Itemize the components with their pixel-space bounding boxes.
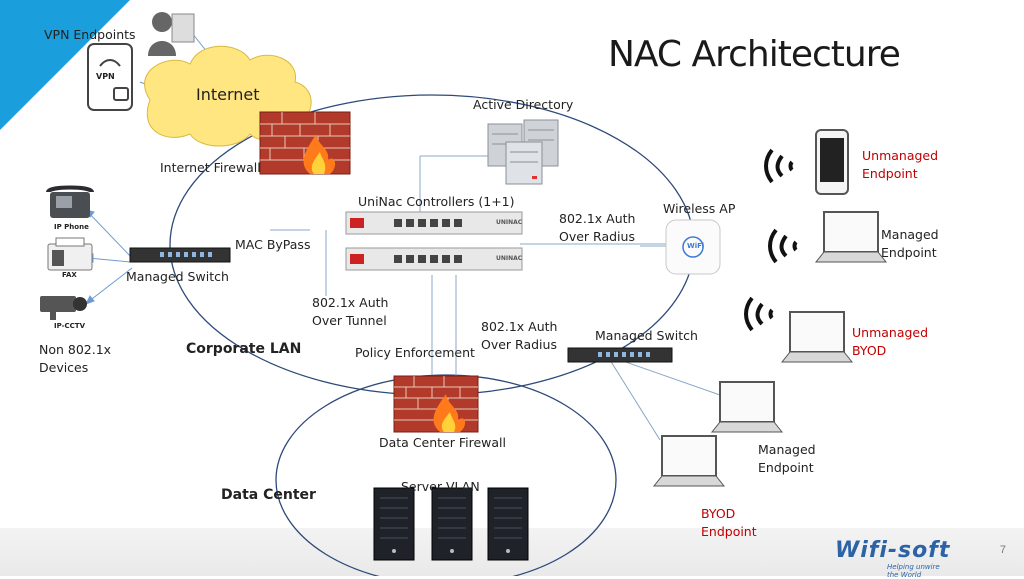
vpn-phone-icon: [87, 43, 133, 111]
ip-phone-icon: [46, 185, 94, 218]
byod-endpoint-line2: Endpoint: [701, 524, 757, 539]
connector-lines: [270, 155, 721, 441]
managed-switch-right-icon: [567, 347, 673, 363]
server-rack-3-icon: [487, 487, 529, 561]
wifi-signal-byod-icon: [744, 296, 774, 332]
laptop-managed-top-icon: [814, 211, 888, 263]
uninac-controller-1-icon: [345, 211, 523, 235]
server-vlan-label: Server VLAN: [401, 479, 480, 494]
managed-endpoint-bottom-line2: Endpoint: [758, 460, 814, 475]
non-8021x-line2: Devices: [39, 360, 89, 375]
mac-bypass-label: MAC ByPass: [235, 237, 311, 252]
wifi-tag: WiFi: [687, 242, 705, 250]
auth-radius-mid-line2: Over Radius: [481, 337, 557, 352]
auth-radius-mid-line1: 802.1x Auth: [481, 319, 558, 334]
wireless-ap-label: Wireless AP: [663, 201, 736, 216]
slide-title: NAC Architecture: [608, 34, 901, 75]
internet-label: Internet: [196, 85, 260, 104]
logo-tagline: Helping unwire the World: [887, 563, 940, 579]
ip-cctv-tag: IP-CCTV: [54, 322, 85, 330]
vpn-endpoints-label: VPN Endpoints: [44, 27, 136, 42]
active-directory-servers-icon: [487, 119, 559, 185]
auth-radius-top-line1: 802.1x Auth: [559, 211, 636, 226]
fax-icon: [47, 237, 93, 271]
page-number: 7: [999, 544, 1006, 556]
server-rack-1-icon: [373, 487, 415, 561]
wireless-ap-icon: [665, 219, 721, 275]
controller-brand-tag-1: UNINAC: [496, 219, 523, 226]
managed-switch-right-label: Managed Switch: [595, 328, 698, 343]
auth-radius-top-line2: Over Radius: [559, 229, 635, 244]
laptop-managed-bottom-icon: [710, 381, 784, 433]
managed-endpoint-top-line1: Managed: [881, 227, 939, 242]
controller-brand-tag-2: UNINAC: [496, 255, 523, 262]
unmanaged-endpoint-line1: Unmanaged: [862, 148, 939, 163]
byod-endpoint-line1: BYOD: [701, 506, 736, 521]
data-center-ellipse: [275, 374, 617, 576]
managed-endpoint-bottom-line1: Managed: [758, 442, 816, 457]
managed-switch-left-icon: [129, 247, 231, 263]
policy-enforcement-label: Policy Enforcement: [355, 345, 475, 360]
wifi-signal-managed-icon: [768, 228, 798, 264]
vpn-user-icon: [148, 12, 195, 56]
uninac-controller-2-icon: [345, 247, 523, 271]
active-directory-label: Active Directory: [473, 97, 574, 112]
unmanaged-byod-line1: Unmanaged: [852, 325, 929, 340]
data-center-label: Data Center: [221, 487, 316, 503]
fax-tag: FAX: [62, 271, 77, 279]
data-center-firewall-icon: [393, 375, 479, 433]
smartphone-icon: [815, 129, 849, 195]
data-center-firewall-label: Data Center Firewall: [379, 435, 507, 450]
managed-switch-left-label: Managed Switch: [126, 269, 229, 284]
server-rack-2-icon: [431, 487, 473, 561]
ip-phone-tag: IP Phone: [54, 223, 89, 231]
corporate-lan-label: Corporate LAN: [186, 341, 302, 357]
internet-firewall-label: Internet Firewall: [160, 160, 261, 175]
logo-name: Wifi-soft: [835, 538, 951, 563]
unmanaged-byod-line2: BYOD: [852, 343, 887, 358]
wifi-signal-unmanaged-icon: [764, 148, 794, 184]
auth-tunnel-line1: 802.1x Auth: [312, 295, 389, 310]
auth-tunnel-line2: Over Tunnel: [312, 313, 387, 328]
internet-firewall-icon: [259, 111, 351, 175]
unmanaged-endpoint-line2: Endpoint: [862, 166, 918, 181]
non-8021x-line1: Non 802.1x: [39, 342, 112, 357]
vpn-tag: VPN: [96, 72, 115, 81]
laptop-byod-endpoint-icon: [652, 435, 726, 487]
wifi-soft-logo: Wifi-soft Helping unwire the World: [835, 538, 951, 579]
uninac-controllers-label: UniNac Controllers (1+1): [358, 194, 515, 209]
managed-endpoint-top-line2: Endpoint: [881, 245, 937, 260]
ip-cctv-icon: [40, 296, 87, 320]
laptop-unmanaged-byod-icon: [780, 311, 854, 363]
